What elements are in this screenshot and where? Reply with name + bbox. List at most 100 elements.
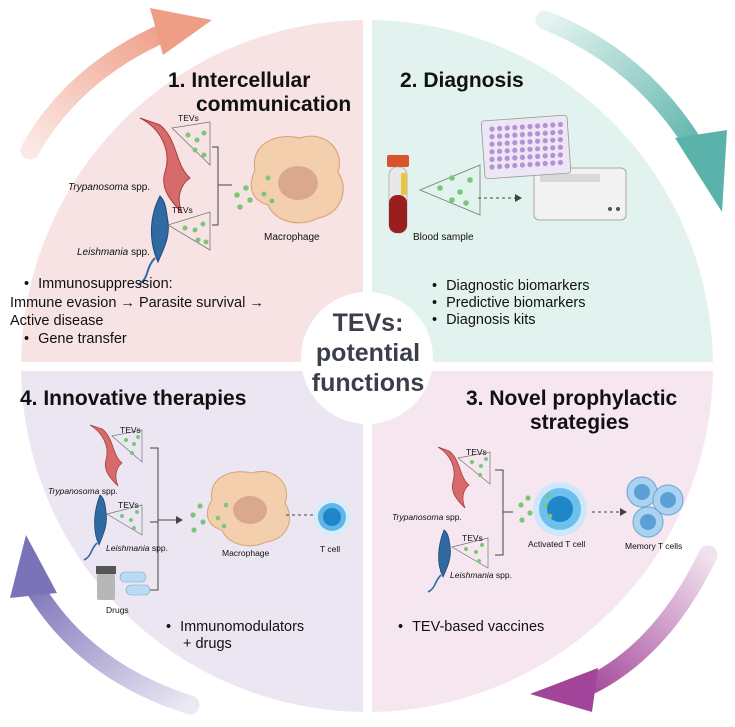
trypanosoma-icon-q1 — [139, 117, 191, 214]
arrow-bottom-right — [570, 545, 718, 700]
activated-t-cell-icon — [533, 482, 587, 536]
macrophage-icon-q4 — [206, 471, 291, 547]
microplate-well — [497, 148, 503, 154]
q1-trypanosoma-label: Trypanosoma spp. — [68, 182, 151, 193]
quadrant-4-bg — [21, 366, 367, 712]
memory-t-cells-icon — [626, 476, 684, 538]
q1-bullet-immunosuppression: Immunosuppression: — [24, 275, 173, 293]
q1-tevs-label-lower: TEVs — [172, 205, 193, 215]
microplate-well — [512, 162, 518, 169]
tev-fan-q3-lower — [451, 537, 489, 569]
q4-leishmania-label: Leishmania spp. — [106, 543, 168, 553]
t-cell-icon-q4 — [313, 498, 351, 536]
trypanosoma-icon-q3 — [437, 446, 470, 509]
q1-leishmania-label: Leishmania spp. — [77, 247, 150, 258]
microplate-well — [557, 144, 564, 150]
q4-tevs-label-upper: TEVs — [120, 425, 141, 435]
q4-macrophage-label: Macrophage — [222, 548, 270, 558]
microplate-well — [489, 164, 495, 170]
microplate-well — [542, 160, 548, 167]
tev-fan-q1-lower — [167, 211, 211, 251]
q2-blood-sample-label: Blood sample — [413, 232, 474, 243]
tev-fan-q4-lower — [106, 504, 143, 536]
q1-text-immune-evasion: Immune evasion → Parasite survival → — [10, 295, 264, 311]
bracket-q4 — [150, 447, 176, 591]
microplate-well — [504, 163, 510, 169]
arrow-head-top-left — [150, 8, 212, 55]
microplate-well — [497, 163, 503, 170]
microplate-well — [535, 131, 541, 137]
tev-fan-q2 — [418, 164, 481, 216]
microplate-well — [557, 129, 564, 135]
microplate-well — [519, 139, 526, 145]
microplate-well — [489, 156, 495, 162]
microplate-well — [557, 121, 564, 128]
microplate-well — [497, 125, 503, 132]
microplate-well — [489, 126, 495, 132]
q3-activated-t-cell-label: Activated T cell — [528, 539, 586, 549]
microplate-well — [550, 130, 556, 136]
microplate-well — [504, 125, 510, 131]
microplate-well — [512, 124, 518, 131]
microplate-well — [504, 140, 510, 146]
microplate-well — [535, 161, 541, 167]
microplate-well — [519, 132, 526, 138]
q2-title: 2. Diagnosis — [400, 69, 524, 92]
microplate-well — [535, 138, 541, 144]
q4-bullet-immunomodulators: Immunomodulators — [166, 618, 304, 636]
arrow-head-top-right — [675, 130, 727, 212]
microplate-well — [550, 137, 556, 143]
q3-tevs-label-lower: TEVs — [462, 533, 483, 543]
q1-macrophage-label: Macrophage — [264, 232, 320, 243]
arrow-bottom-left — [20, 570, 200, 715]
blood-tube-icon — [387, 155, 409, 234]
tev-fan-q4-upper — [111, 429, 143, 463]
center-title-line1: TEVs: — [332, 309, 404, 337]
microplate-well — [519, 124, 526, 130]
arrow-top-left — [20, 20, 180, 160]
arrow-head-bottom-right — [530, 668, 598, 712]
center-title: TEVs: potential functions — [305, 308, 431, 398]
q4-trypanosoma-label: Trypanosoma spp. — [48, 486, 118, 496]
q4-drugs-label: Drugs — [106, 605, 129, 615]
center-title-line3: functions — [311, 369, 425, 397]
tev-cloud-q1 — [234, 185, 253, 210]
microplate-well — [527, 131, 533, 137]
q1-title-line1: 1. Intercellular — [168, 69, 311, 92]
q2-bullet-diagnosis-kits: Diagnosis kits — [432, 311, 535, 329]
q3-memory-t-cells-label: Memory T cells — [625, 541, 683, 551]
q3-bullet-tev-vaccines: TEV-based vaccines — [398, 618, 544, 636]
q3-trypanosoma-label: Trypanosoma spp. — [392, 512, 462, 522]
center-circle — [301, 292, 433, 424]
arrow-head-bottom-left — [10, 535, 57, 598]
bracket-q3 — [495, 469, 513, 556]
q2-bullet-diagnostic-biomarkers: Diagnostic biomarkers — [432, 277, 589, 295]
microplate-well — [550, 145, 556, 151]
microplate-well — [542, 145, 548, 151]
microplate-well — [557, 137, 564, 143]
microplate-well — [557, 152, 564, 158]
microplate-well — [497, 141, 503, 147]
microplate-wells — [489, 121, 564, 170]
q1-bullet-gene-transfer: Gene transfer — [24, 330, 127, 348]
microplate-well — [527, 139, 533, 145]
microplate-well — [542, 130, 548, 136]
microplate-well — [504, 133, 510, 139]
q3-tevs-label-upper: TEVs — [466, 447, 487, 457]
leishmania-icon-q3 — [427, 529, 451, 593]
microplate-well — [527, 146, 533, 152]
plate-reader-icon — [533, 167, 627, 221]
microplate-well — [497, 133, 503, 139]
microplate-well — [489, 149, 495, 155]
microplate-well — [512, 147, 518, 153]
microplate-well — [527, 154, 533, 160]
center-title-line2: potential — [315, 339, 421, 367]
q1-text-active-disease: Active disease — [10, 313, 104, 329]
bracket-q1 — [212, 146, 232, 226]
q4-t-cell-label: T cell — [320, 544, 341, 554]
q2-bullet-predictive-biomarkers: Predictive biomarkers — [432, 294, 585, 312]
microplate-well — [489, 134, 495, 140]
q4-title: 4. Innovative therapies — [20, 387, 247, 410]
microplate-well — [489, 141, 495, 147]
